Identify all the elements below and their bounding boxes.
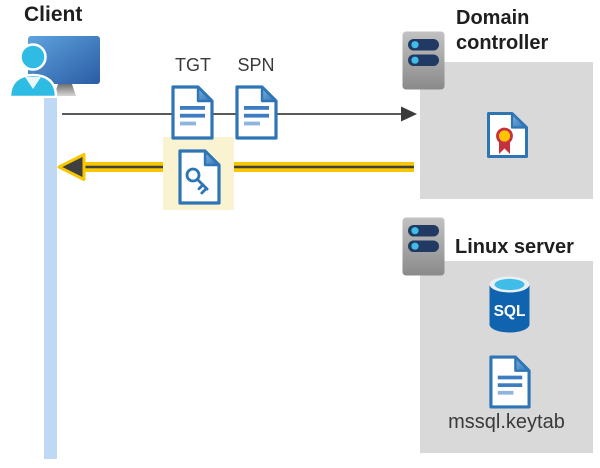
seal [496, 127, 513, 145]
spn-document-icon [235, 85, 278, 140]
person-icon [8, 43, 58, 98]
spn-label: SPN [237, 55, 275, 75]
linux-server-icon [402, 217, 445, 276]
domain-controller-server-icon [402, 31, 445, 90]
domain-controller-label: Domain controller [456, 7, 549, 54]
tgt-document-icon [171, 85, 214, 140]
certificate-icon [487, 112, 528, 158]
keytab-document-icon [489, 355, 531, 409]
service-ticket-key-document-icon [178, 149, 221, 205]
client-computer-user-icon [8, 36, 100, 98]
response-arrow [57, 153, 414, 181]
linux-server-label: Linux server [455, 236, 574, 258]
client-timeline-bar [44, 94, 57, 459]
monitor-icon [28, 36, 100, 84]
sql-database-icon: SQL [489, 276, 530, 333]
key-icon [185, 167, 209, 195]
monitor-stand [54, 84, 76, 96]
client-label: Client [24, 3, 83, 26]
keytab-filename: mssql.keytab [448, 411, 565, 433]
sql-badge-text: SQL [494, 303, 526, 320]
tgt-label: TGT [175, 55, 211, 75]
